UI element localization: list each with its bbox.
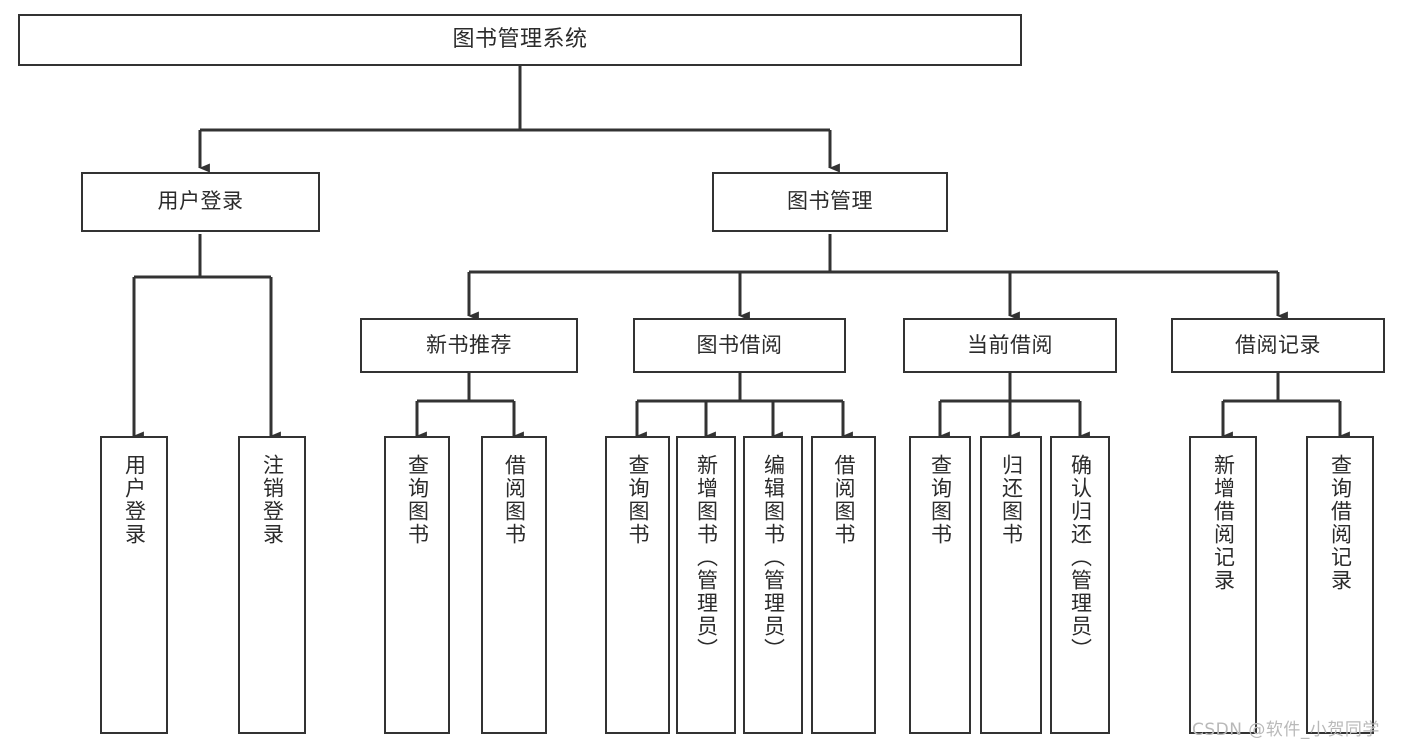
leaf-edit-book[interactable]: 编辑图书（管理员） [743,436,803,734]
node-label: 编辑图书（管理员） [761,454,786,661]
node-label: 注销登录 [260,454,285,546]
leaf-user-logout[interactable]: 注销登录 [238,436,306,734]
node-label: 图书管理系统 [452,26,588,52]
node-current-borrow[interactable]: 当前借阅 [903,318,1117,373]
leaf-query-book-current[interactable]: 查询图书 [909,436,971,734]
leaf-return-book[interactable]: 归还图书 [980,436,1042,734]
node-label: 新增借阅记录 [1211,454,1236,592]
leaf-borrow-book-recommend[interactable]: 借阅图书 [481,436,547,734]
node-label: 借阅图书 [832,454,856,546]
leaf-user-login[interactable]: 用户登录 [100,436,168,734]
node-label: 用户登录 [157,189,244,214]
node-book-borrow[interactable]: 图书借阅 [633,318,846,373]
node-book-management-system[interactable]: 图书管理系统 [18,14,1022,66]
node-label: 确认归还（管理员） [1068,454,1093,661]
node-label: 图书借阅 [696,332,783,357]
node-label: 新书推荐 [426,332,512,357]
leaf-query-book-recommend[interactable]: 查询图书 [384,436,450,734]
leaf-query-borrow-record[interactable]: 查询借阅记录 [1306,436,1374,734]
node-borrow-record[interactable]: 借阅记录 [1171,318,1385,373]
leaf-add-borrow-record[interactable]: 新增借阅记录 [1189,436,1257,734]
node-label: 借阅图书 [502,454,527,546]
node-label: 查询借阅记录 [1328,454,1353,592]
node-new-book-recommend[interactable]: 新书推荐 [360,318,578,373]
csdn-watermark: CSDN @软件_小贺同学 [1192,720,1380,740]
node-label: 归还图书 [999,454,1024,546]
node-label: 用户登录 [122,454,147,546]
node-label: 查询图书 [626,454,650,546]
node-book-manage[interactable]: 图书管理 [712,172,948,232]
node-user-login[interactable]: 用户登录 [81,172,320,232]
leaf-query-book-borrow[interactable]: 查询图书 [605,436,670,734]
leaf-add-book[interactable]: 新增图书（管理员） [676,436,736,734]
node-label: 新增图书（管理员） [694,454,719,661]
node-label: 图书管理 [787,189,873,214]
node-label: 借阅记录 [1235,332,1321,357]
node-label: 查询图书 [928,454,953,546]
node-label: 当前借阅 [967,332,1053,357]
leaf-borrow-book[interactable]: 借阅图书 [811,436,876,734]
node-label: 查询图书 [405,454,430,546]
leaf-confirm-return[interactable]: 确认归还（管理员） [1050,436,1110,734]
